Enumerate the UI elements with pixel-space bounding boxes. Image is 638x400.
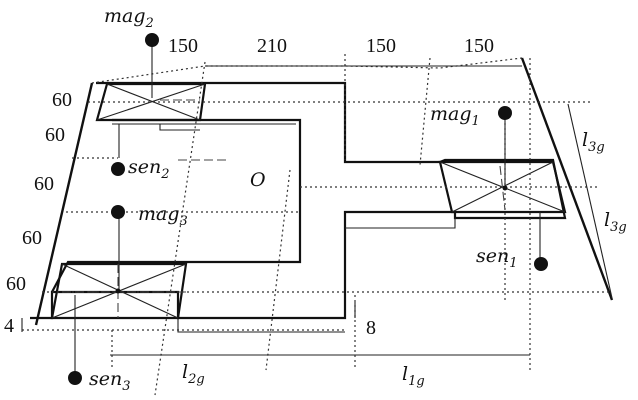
dim-top-1: 150 [168,35,198,57]
mag2-dot [145,33,159,47]
label-l3g-upper: l3g [582,129,605,155]
label-origin: O [250,169,266,191]
dim-top-3: 150 [366,35,396,57]
mag3-dot [111,205,125,219]
dim-left-4: 60 [22,227,42,249]
sen2-dot [111,162,125,176]
label-l2g: l2g [182,361,205,387]
sen1-dot [534,257,548,271]
label-sen1: sen1 [476,245,518,271]
sen3-dot [68,371,82,385]
dim-left-5: 60 [6,273,26,295]
dim-small-right: 8 [366,317,376,339]
label-sen2: sen2 [128,156,170,182]
joint-dot-left [115,288,121,294]
label-mag1: mag1 [430,103,480,129]
dim-top-4: 150 [464,35,494,57]
dim-small-left: 4 [4,315,14,337]
sensor-dots [68,33,548,385]
label-l1g: l1g [402,363,425,389]
joint-dot-right [502,185,508,191]
axis-lines [62,99,506,318]
label-mag3: mag3 [138,203,188,229]
dim-left-3: 60 [34,173,54,195]
pointer-arrows [74,42,541,374]
label-l3g-lower: l3g [604,209,627,235]
dim-left-1: 60 [52,89,72,111]
reference-lines [22,54,612,396]
label-mag2: mag2 [104,5,154,31]
label-sen3: sen3 [89,368,131,394]
tilted-frame [34,57,614,326]
mag1-dot [498,106,512,120]
dim-top-2: 210 [257,35,287,57]
dim-left-2: 60 [45,124,65,146]
dimension-lines [21,65,613,356]
